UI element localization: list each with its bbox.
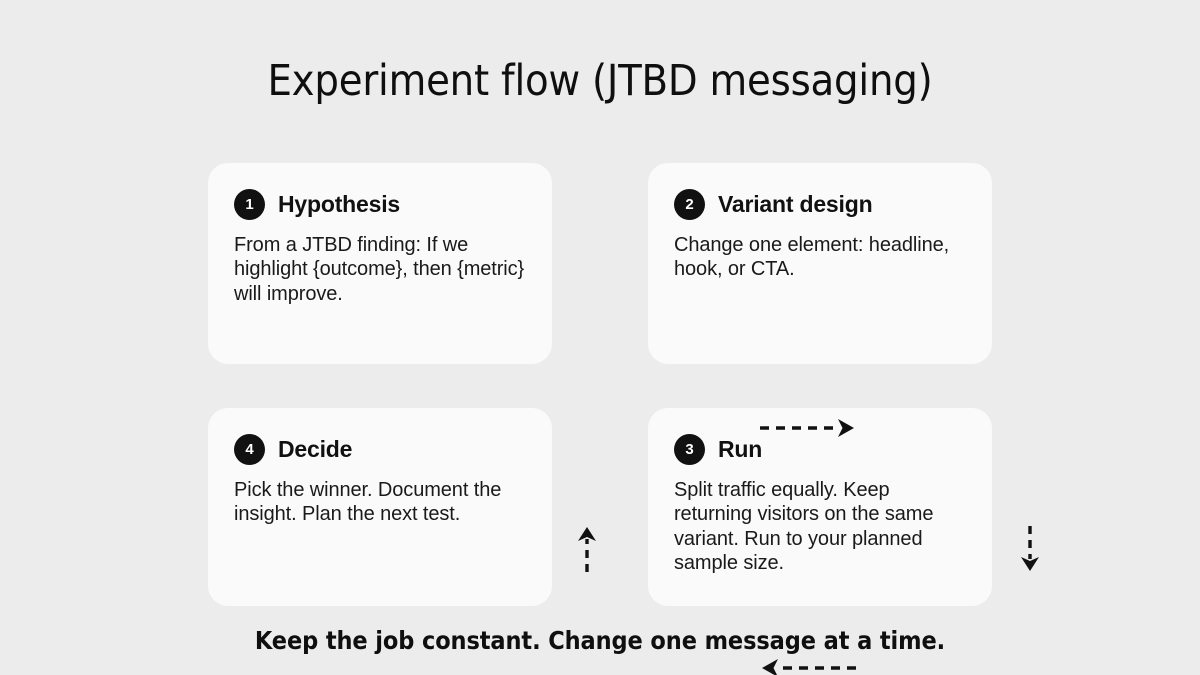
arrow-right-icon	[760, 411, 856, 445]
flow-card-variant-design[interactable]: 2 Variant design Change one element: hea…	[648, 163, 992, 364]
slide-footer-text: Keep the job constant. Change one messag…	[254, 626, 946, 655]
step-number-badge: 4	[234, 434, 265, 465]
step-number-badge: 1	[234, 189, 265, 220]
step-number-badge: 2	[674, 189, 705, 220]
arrow-up-icon	[570, 526, 604, 572]
card-body-text: Pick the winner. Document the insight. P…	[234, 479, 502, 526]
card-title: Decide	[278, 435, 353, 462]
card-title: Variant design	[718, 190, 873, 217]
card-header: 3 Run	[674, 434, 966, 465]
card-body-text: Split traffic equally. Keep returning vi…	[674, 479, 934, 575]
card-title: Run	[718, 435, 763, 462]
arrow-left-icon	[760, 651, 856, 675]
card-header: 2 Variant design	[674, 189, 966, 220]
flow-card-run[interactable]: 3 Run Split traffic equally. Keep return…	[648, 408, 992, 606]
step-number-badge: 3	[674, 434, 705, 465]
card-body-text: From a JTBD finding: If we highlight {ou…	[234, 234, 525, 305]
arrow-down-icon	[1013, 526, 1047, 572]
card-body-text: Change one element: headline, hook, or C…	[674, 234, 950, 281]
flow-diagram: 1 Hypothesis From a JTBD finding: If we …	[208, 163, 1039, 675]
card-header: 1 Hypothesis	[234, 189, 526, 220]
flow-card-hypothesis[interactable]: 1 Hypothesis From a JTBD finding: If we …	[208, 163, 552, 364]
card-header: 4 Decide	[234, 434, 526, 465]
card-title: Hypothesis	[278, 190, 400, 217]
flow-card-decide[interactable]: 4 Decide Pick the winner. Document the i…	[208, 408, 552, 606]
page-title: Experiment flow (JTBD messaging)	[267, 56, 933, 106]
